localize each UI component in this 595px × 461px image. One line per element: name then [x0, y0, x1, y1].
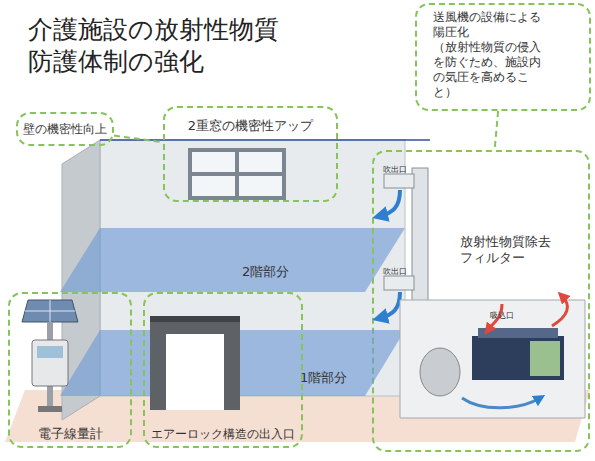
door-opening — [166, 334, 224, 410]
floor-band: 1階部分 — [60, 330, 405, 396]
window-pane — [239, 152, 282, 172]
floor-band: 2階部分 — [60, 228, 405, 292]
circulation-arrow — [462, 398, 540, 408]
entrance-callout: エアーロック構造の出入口 — [143, 292, 303, 448]
wall-callout: 壁の機密性向上 — [16, 112, 114, 146]
airflow-arrow — [380, 292, 400, 318]
floor-band-shape — [60, 330, 405, 396]
meter-display — [37, 346, 63, 358]
dashed-connector — [495, 111, 499, 150]
filter-housing — [400, 300, 585, 418]
panel-grid — [25, 311, 75, 312]
air-duct — [412, 168, 428, 336]
filter-element — [530, 341, 560, 376]
dosimeter-callout: 電子線量計 — [8, 292, 132, 448]
node-heading: 電子線量計 — [38, 426, 103, 442]
airflow-arrow — [380, 190, 400, 216]
solar-panel — [22, 300, 78, 322]
window-pane — [192, 152, 235, 172]
blower-fan — [420, 348, 460, 396]
window-pane — [239, 176, 282, 196]
intake-arrow — [488, 304, 502, 330]
dashed-connector — [114, 136, 163, 143]
node-heading: 壁の機密性向上 — [23, 122, 107, 137]
node-body: （放射性物質の侵入を防ぐため、施設内の気圧を高めること） — [433, 40, 545, 100]
node-heading: 送風機の設備による陽圧化 — [433, 10, 545, 40]
part-label: 吹出口 — [383, 165, 407, 174]
node-heading: 2重窓の機密性アップ — [188, 118, 313, 134]
roof-line — [100, 139, 430, 141]
node-heading: エアーロック構造の出入口 — [151, 426, 295, 442]
floor-band-fill — [60, 330, 405, 396]
panel-grid — [50, 300, 51, 322]
floor-band-shape — [60, 228, 405, 292]
filter-top — [478, 328, 558, 338]
window-frame — [188, 148, 286, 200]
filter-callout: 放射性物質除去フィルター — [372, 150, 590, 452]
floor-band-fill — [60, 228, 405, 292]
meter-pole — [47, 322, 53, 408]
part-label: 吹出口 — [383, 267, 407, 276]
door-frame — [150, 316, 240, 410]
part-label: 吸込口 — [490, 311, 514, 320]
blower-callout: 送風機の設備による陽圧化（放射性物質の侵入を防ぐため、施設内の気圧を高めること） — [415, 3, 591, 111]
connector-group — [114, 111, 498, 150]
door-lintel — [150, 316, 240, 322]
node-heading: 2階部分 — [242, 264, 289, 280]
node-heading: 1階部分 — [300, 370, 347, 386]
air-vent — [384, 276, 414, 290]
meter-body — [32, 340, 68, 386]
window-callout: 2重窓の機密性アップ — [163, 106, 338, 202]
filter-body — [472, 336, 564, 380]
air-vent — [384, 174, 414, 188]
intake-arrow — [552, 296, 567, 326]
page-title: 介護施設の放射性物質 防護体制の強化 — [28, 14, 290, 78]
window-pane — [192, 176, 235, 196]
meter-base — [38, 406, 62, 412]
node-heading: 放射性物質除去フィルター — [460, 234, 555, 266]
